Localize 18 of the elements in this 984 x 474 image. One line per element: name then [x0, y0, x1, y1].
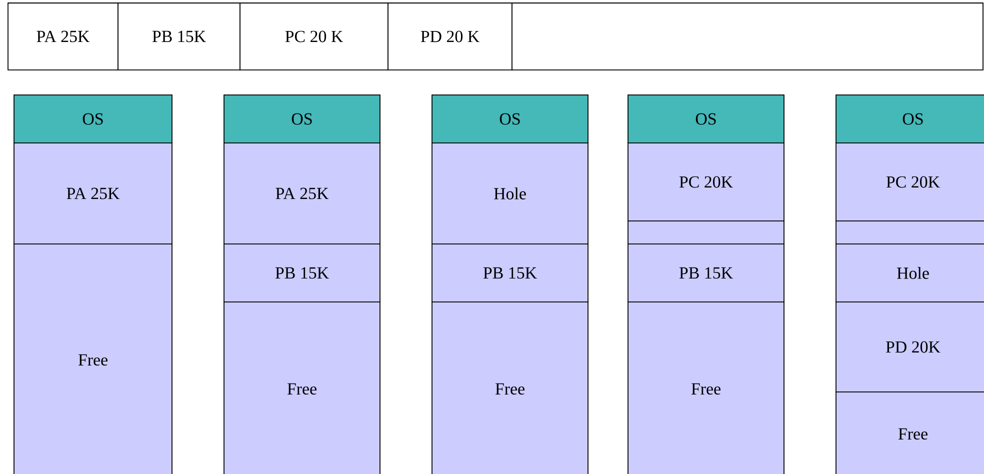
memory-block — [836, 220, 984, 244]
memory-block: PA 25K — [14, 142, 172, 244]
process-cell: PD 20 K — [388, 2, 512, 70]
os-block: OS — [224, 94, 380, 144]
memory-block: Free — [836, 392, 984, 474]
os-block: OS — [432, 94, 588, 144]
memory-block: PB 15K — [224, 244, 380, 302]
process-cell: PA 25K — [8, 2, 118, 70]
memory-block: Hole — [432, 142, 588, 244]
os-block: OS — [836, 94, 984, 144]
memory-block — [628, 220, 784, 244]
memory-block: PD 20K — [836, 302, 984, 392]
memory-block: PB 15K — [432, 244, 588, 302]
memory-block: PA 25K — [224, 142, 380, 244]
os-block: OS — [14, 94, 172, 144]
process-cell: PB 15K — [118, 2, 240, 70]
process-cell: PC 20 K — [240, 2, 388, 70]
os-block: OS — [628, 94, 784, 144]
